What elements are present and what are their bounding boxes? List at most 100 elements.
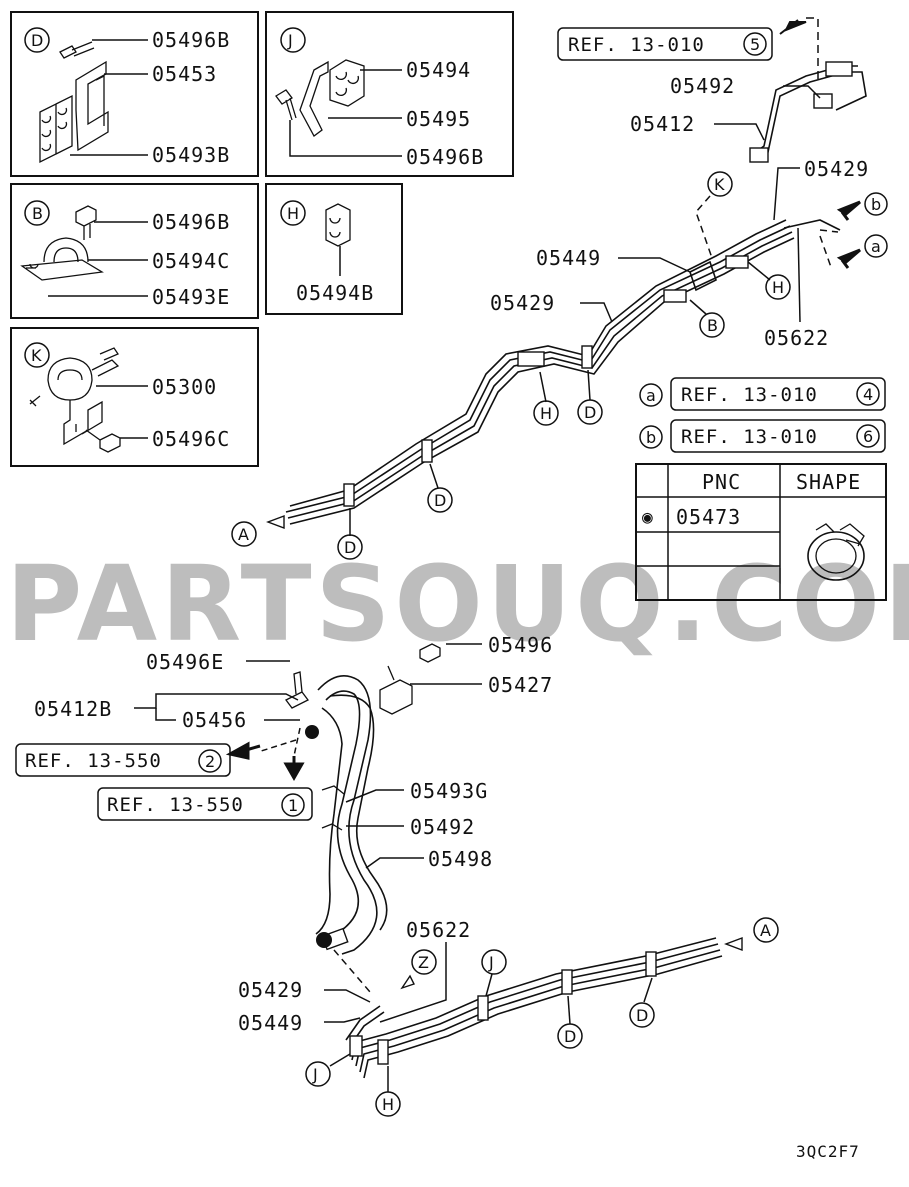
pnc-header: PNC [702, 470, 741, 494]
svg-text:D: D [636, 1006, 648, 1025]
detail-box-b[interactable]: B 05496B 05494C 05493E [10, 183, 259, 319]
ref2-num: 2 [205, 752, 215, 771]
label-05412b: 05412B [34, 697, 112, 721]
svg-text:D: D [584, 403, 596, 422]
callout-z[interactable]: Z [411, 949, 437, 975]
callout-a[interactable]: A [231, 521, 257, 547]
arrow-icon [225, 741, 261, 760]
callout-a-small[interactable]: a [864, 234, 888, 258]
label-05492-upper: 05492 [670, 74, 735, 98]
part-05494b: 05494B [296, 281, 374, 305]
ref1-text: REF. 13-550 [107, 794, 244, 816]
ref-b-text: REF. 13-010 [681, 426, 818, 448]
clamp-b [663, 289, 687, 303]
ref2-text: REF. 13-550 [25, 750, 162, 772]
svg-text:H: H [382, 1095, 394, 1114]
part-05453: 05453 [152, 62, 217, 86]
clamp-icon [325, 203, 351, 247]
clamp-d [581, 345, 593, 369]
callout-d[interactable]: D [577, 399, 603, 425]
clamp-d [421, 439, 433, 463]
ref-13-550-2[interactable]: REF. 13-550 2 [15, 743, 231, 777]
label-05496e: 05496E [146, 650, 224, 674]
detail-box-d[interactable]: D 05496B 05453 05493B [10, 11, 259, 177]
callout-d[interactable]: D [427, 487, 453, 513]
pnc-05473[interactable]: 05473 [676, 505, 741, 529]
callout-a[interactable]: A [753, 917, 779, 943]
arrow-icon [836, 248, 861, 269]
svg-text:H: H [772, 278, 784, 297]
ref-13-550-1[interactable]: REF. 13-550 1 [97, 787, 313, 821]
label-05412-upper: 05412 [630, 112, 695, 136]
detail-j-letter: J [287, 31, 293, 50]
detail-box-j[interactable]: J 05494 05495 05496B [265, 11, 514, 177]
arrow-icon [836, 200, 861, 221]
label-05429-upper-b: 05429 [490, 291, 555, 315]
part-05493e: 05493E [152, 285, 230, 309]
clamp-h [725, 255, 749, 269]
label-05429-lower: 05429 [238, 978, 303, 1002]
bolt-icon [59, 41, 95, 59]
label-05496: 05496 [488, 633, 553, 657]
ref-13-010-6[interactable]: b REF. 13-010 6 [639, 419, 886, 453]
ref-13-010-4[interactable]: a REF. 13-010 4 [639, 377, 886, 411]
shape-header: SHAPE [796, 470, 861, 494]
callout-d[interactable]: D [629, 1002, 655, 1028]
ref-a-num: 4 [863, 385, 873, 404]
label-05456: 05456 [182, 708, 247, 732]
part-05496b-d: 05496B [152, 28, 230, 52]
detail-box-h[interactable]: H 05494B [265, 183, 403, 315]
ref-a-text: REF. 13-010 [681, 384, 818, 406]
label-05492-lower: 05492 [410, 815, 475, 839]
callout-j[interactable]: J [481, 949, 507, 975]
label-05498: 05498 [428, 847, 493, 871]
ref1-num: 1 [288, 796, 298, 815]
label-05493g: 05493G [410, 779, 488, 803]
bracket-icon [299, 60, 329, 137]
svg-text:Z: Z [418, 953, 429, 972]
callout-h[interactable]: H [533, 400, 559, 426]
svg-text:K: K [714, 175, 725, 194]
bracket-icon [75, 60, 109, 152]
diagram-code: 3QC2F7 [796, 1142, 860, 1161]
callout-b-small[interactable]: b [864, 192, 888, 216]
label-05449-upper: 05449 [536, 246, 601, 270]
ref-13-010-5[interactable]: REF. 13-010 5 [557, 27, 773, 61]
detail-box-k[interactable]: K 05300 05496C [10, 327, 259, 467]
detail-h-letter: H [287, 204, 299, 223]
part-05493b: 05493B [152, 143, 230, 167]
svg-text:J: J [488, 953, 494, 972]
part-05496c: 05496C [152, 427, 230, 451]
svg-text:D: D [564, 1027, 576, 1046]
upper-pipe-assembly [266, 61, 867, 530]
arrow-icon [283, 756, 305, 782]
callout-h[interactable]: H [765, 274, 791, 300]
callout-d[interactable]: D [337, 534, 363, 560]
callout-b[interactable]: B [699, 312, 725, 338]
svg-text:A: A [760, 921, 771, 940]
svg-text:D: D [434, 491, 446, 510]
lower-pipe-assembly [285, 643, 743, 1079]
label-05622-upper: 05622 [764, 326, 829, 350]
svg-text:a: a [871, 237, 881, 256]
arrow-icon [779, 19, 807, 35]
ref-a-letter: a [646, 386, 656, 405]
clamp-icon [39, 94, 73, 164]
part-05494c: 05494C [152, 249, 230, 273]
label-05429-upper-a: 05429 [804, 157, 869, 181]
callout-k[interactable]: K [707, 171, 733, 197]
callout-d[interactable]: D [557, 1023, 583, 1049]
bolt-icon [75, 205, 97, 240]
detail-k-letter: K [31, 346, 42, 365]
svg-text:D: D [344, 538, 356, 557]
callout-h[interactable]: H [375, 1091, 401, 1117]
svg-text:J: J [312, 1065, 318, 1084]
ref-b-letter: b [646, 428, 656, 447]
part-05496b-j: 05496B [406, 145, 484, 169]
callout-j[interactable]: J [305, 1061, 331, 1087]
clamp-h [517, 351, 545, 367]
part-05494: 05494 [406, 58, 471, 82]
clamp-d [343, 483, 355, 507]
hose-clamp-icon [807, 523, 865, 581]
